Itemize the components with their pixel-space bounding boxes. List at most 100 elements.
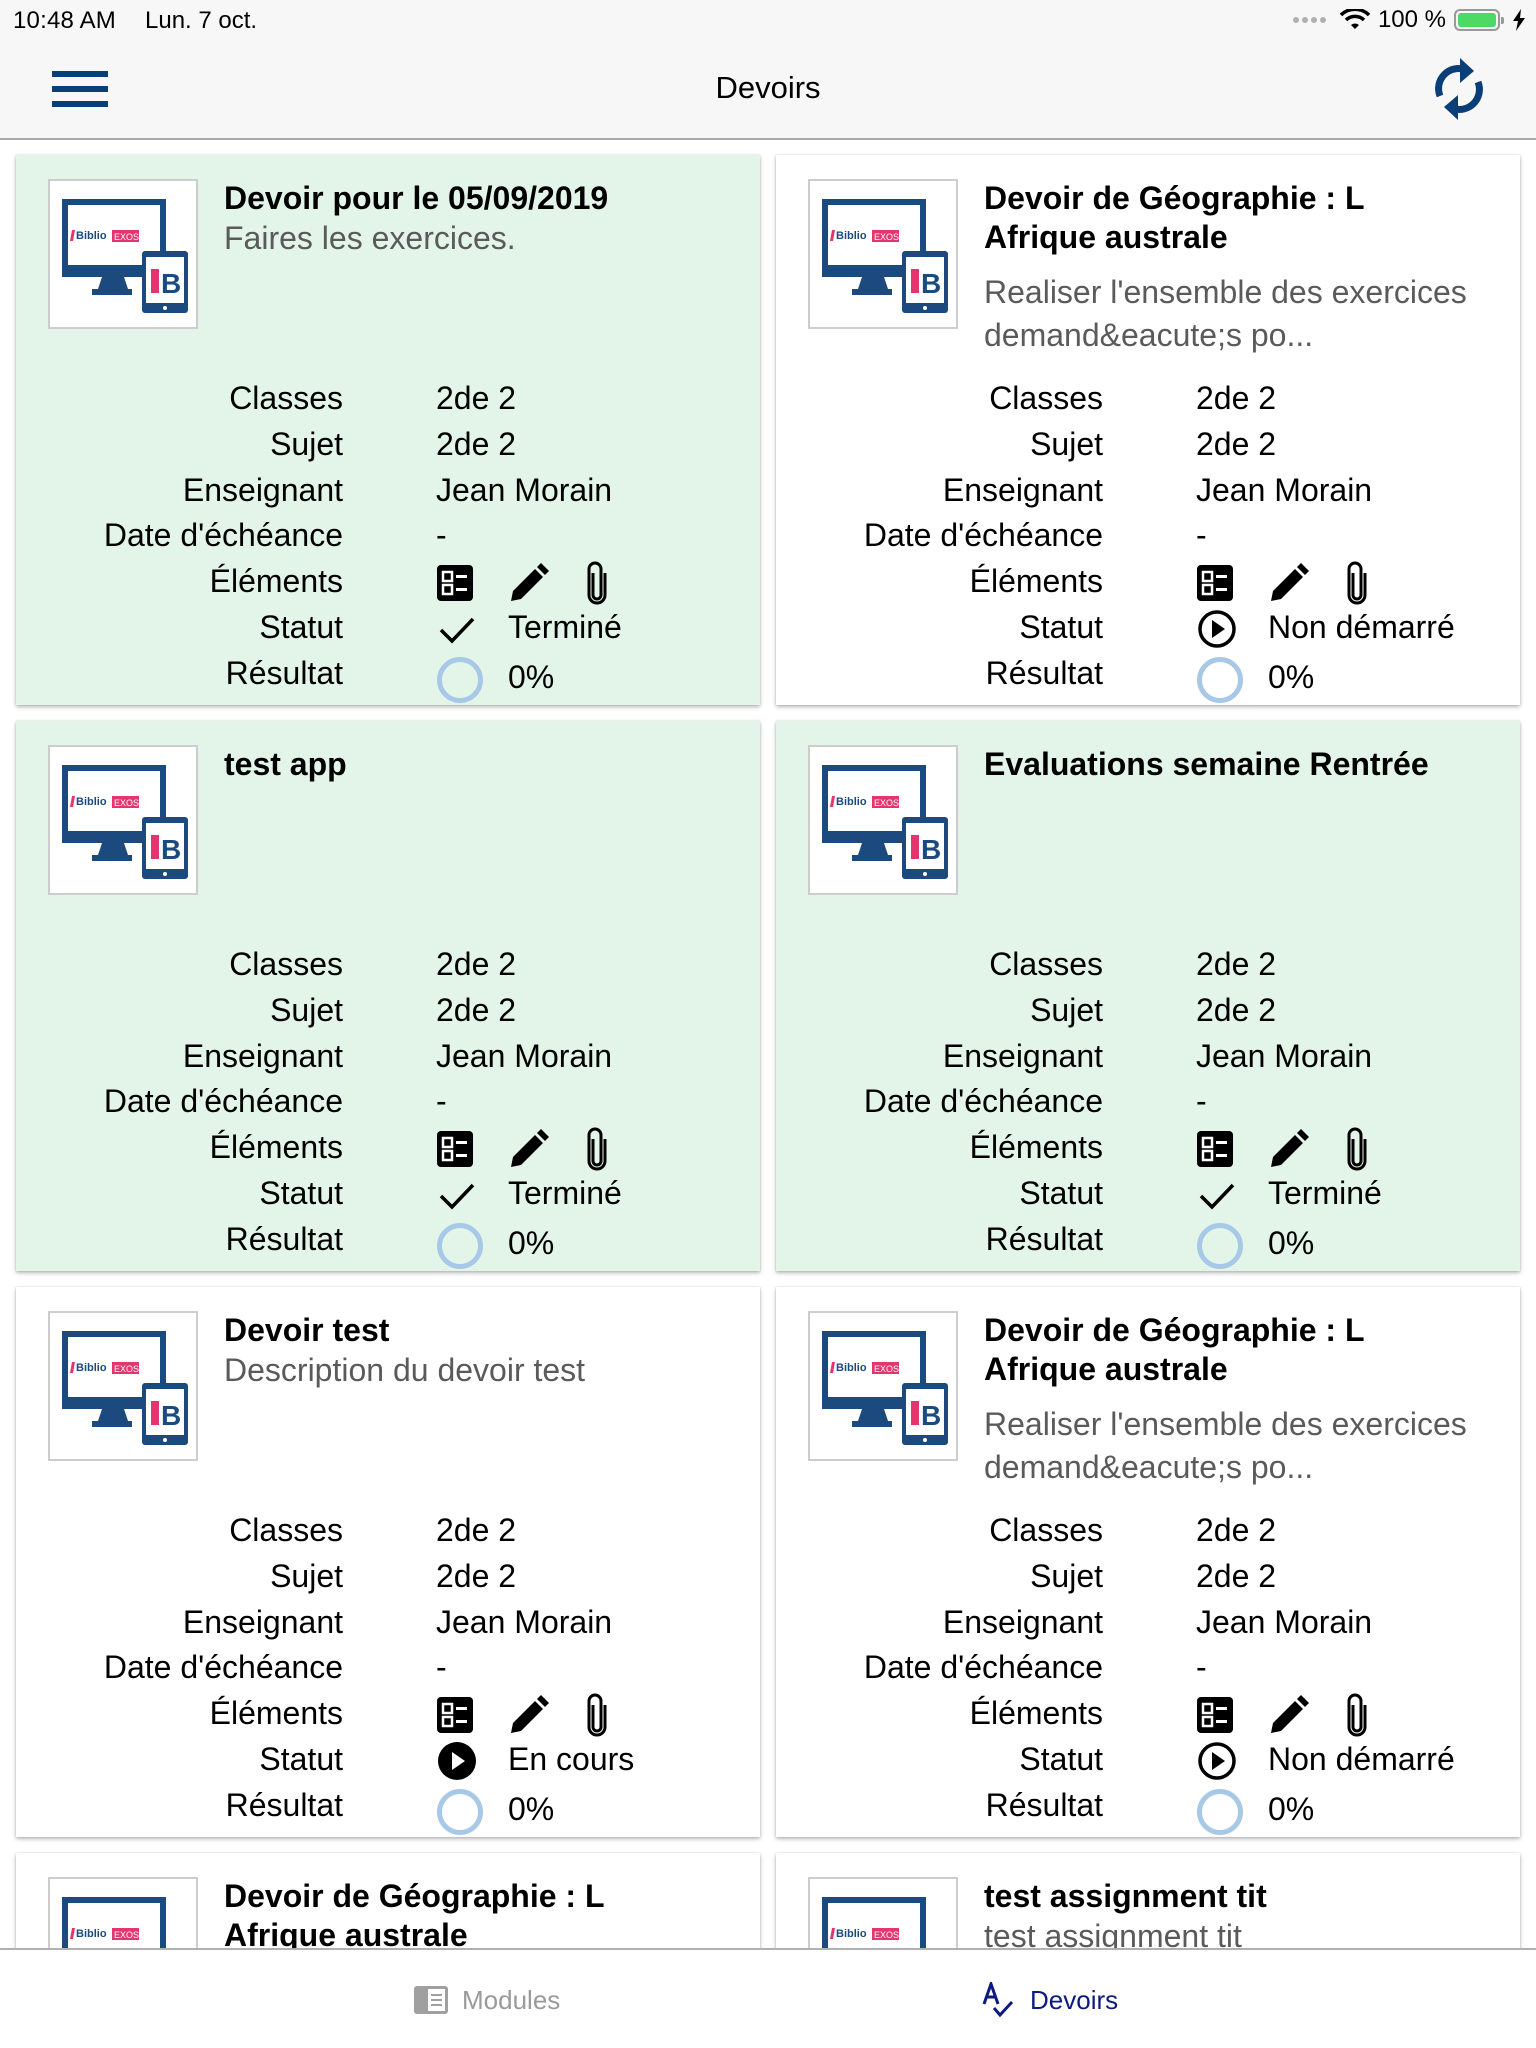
- info-row-sujet: Sujet 2de 2: [776, 1554, 1520, 1600]
- biblio-exos-logo: Biblio EXOS B: [822, 1331, 948, 1445]
- info-label: Statut: [1019, 1741, 1103, 1777]
- thumb-brand: Biblio: [836, 230, 867, 242]
- info-label: Enseignant: [942, 1604, 1103, 1640]
- result-percent: 0%: [508, 1225, 555, 1261]
- assignment-thumbnail: Biblio EXOS B: [48, 179, 198, 329]
- biblio-exos-logo: Biblio EXOS B: [822, 765, 948, 879]
- thumb-brand: Biblio: [836, 796, 867, 808]
- info-label: Résultat: [225, 655, 343, 691]
- info-label: Enseignant: [182, 472, 343, 508]
- info-row-enseignant: Enseignant Jean Morain: [776, 1600, 1520, 1646]
- info-row-classes: Classes 2de 2: [776, 1508, 1520, 1554]
- info-value: Jean Morain: [1196, 472, 1373, 508]
- info-value: -: [1196, 1649, 1207, 1685]
- info-row-classes: Classes 2de 2: [16, 376, 760, 422]
- status-bar: 10:48 AM Lun. 7 oct. 100 %: [0, 0, 1536, 40]
- info-row-date: Date d'échéance -: [16, 513, 760, 559]
- info-row-result: Résultat 0%: [776, 1783, 1520, 1835]
- info-label: Date d'échéance: [103, 1649, 343, 1685]
- biblio-exos-logo: Biblio EXOS B: [822, 1897, 926, 1948]
- hamburger-menu-icon[interactable]: [52, 69, 108, 109]
- element-icons: [437, 561, 609, 610]
- assignment-thumbnail: Biblio EXOS B: [48, 745, 198, 895]
- thumb-brand-tag: EXOS: [874, 232, 899, 242]
- info-value: 2de 2: [1196, 380, 1277, 416]
- status-text: Non démarré: [1268, 609, 1455, 645]
- info-value: 2de 2: [1196, 1512, 1277, 1548]
- info-label: Date d'échéance: [863, 517, 1103, 553]
- info-value: -: [436, 1083, 447, 1119]
- charging-bolt-icon: [1513, 9, 1525, 31]
- signal-dots-icon: [1292, 17, 1326, 23]
- info-row-sujet: Sujet 2de 2: [16, 422, 760, 468]
- tab-devoirs-label: Devoirs: [1030, 1984, 1119, 2015]
- info-label: Résultat: [985, 1221, 1103, 1257]
- info-value: -: [436, 517, 447, 553]
- status-text: Non démarré: [1268, 1741, 1455, 1777]
- assignment-card[interactable]: Biblio EXOS B Devoir de Géographie : L A…: [16, 1853, 760, 1948]
- assignment-title: Devoir de Géographie : L Afrique austral…: [984, 1312, 1364, 1387]
- info-label: Enseignant: [942, 1038, 1103, 1074]
- status-text: Terminé: [508, 1175, 622, 1211]
- assignment-card[interactable]: Biblio EXOS B Devoir de Géographie : L A…: [776, 155, 1520, 705]
- tab-devoirs[interactable]: Devoirs: [982, 1950, 1118, 2048]
- assignment-thumbnail: Biblio EXOS B: [808, 1877, 958, 1948]
- info-row-elements: Éléments: [776, 559, 1520, 605]
- info-value: Jean Morain: [1196, 1604, 1373, 1640]
- checklist-icon: [1197, 1131, 1233, 1172]
- status-text: Terminé: [508, 609, 622, 645]
- info-row-classes: Classes 2de 2: [16, 942, 760, 988]
- progress-ring-icon: [437, 1223, 483, 1269]
- info-value: 2de 2: [436, 426, 517, 462]
- progress-ring-icon: [1197, 657, 1243, 703]
- refresh-icon[interactable]: [1430, 56, 1488, 122]
- pencil-icon: [509, 1129, 549, 1174]
- progress-ring-icon: [1197, 1223, 1243, 1269]
- info-row-elements: Éléments: [16, 1691, 760, 1737]
- info-row-enseignant: Enseignant Jean Morain: [16, 468, 760, 514]
- info-row-classes: Classes 2de 2: [16, 1508, 760, 1554]
- info-row-classes: Classes 2de 2: [776, 376, 1520, 422]
- status-time: 10:48 AM: [13, 7, 117, 34]
- thumb-brand: Biblio: [836, 1362, 867, 1374]
- result-percent: 0%: [508, 659, 555, 695]
- info-label: Classes: [229, 1512, 343, 1548]
- assignment-card[interactable]: Biblio EXOS B Evaluations semaine Rentré…: [776, 721, 1520, 1271]
- info-value: Jean Morain: [436, 472, 613, 508]
- page-title: Devoirs: [715, 70, 821, 105]
- info-row-enseignant: Enseignant Jean Morain: [776, 1034, 1520, 1080]
- info-row-date: Date d'échéance -: [776, 1645, 1520, 1691]
- checklist-icon: [437, 1131, 473, 1172]
- assignment-description: Faires les exercices.: [224, 220, 516, 256]
- info-value: Jean Morain: [436, 1038, 613, 1074]
- info-row-result: Résultat 0%: [16, 651, 760, 703]
- assignment-thumbnail: Biblio EXOS B: [48, 1311, 198, 1461]
- info-value: Jean Morain: [1196, 1038, 1373, 1074]
- info-label: Sujet: [1030, 992, 1103, 1028]
- thumb-brand: Biblio: [76, 1928, 107, 1940]
- info-row-elements: Éléments: [16, 1125, 760, 1171]
- info-row-date: Date d'échéance -: [776, 1079, 1520, 1125]
- assignment-card[interactable]: Biblio EXOS B Devoir de Géographie : L A…: [776, 1287, 1520, 1837]
- info-row-elements: Éléments: [16, 559, 760, 605]
- info-row-date: Date d'échéance -: [16, 1645, 760, 1691]
- info-label: Résultat: [225, 1787, 343, 1823]
- tab-modules[interactable]: Modules: [414, 1950, 560, 2048]
- result-percent: 0%: [1268, 1225, 1315, 1261]
- info-row-classes: Classes 2de 2: [776, 942, 1520, 988]
- info-label: Date d'échéance: [863, 1083, 1103, 1119]
- info-value: -: [436, 1649, 447, 1685]
- thumb-letter: B: [921, 834, 941, 865]
- battery-percent: 100 %: [1377, 6, 1446, 33]
- info-row-status: Statut Non démarré: [776, 1737, 1520, 1783]
- biblio-exos-logo: Biblio EXOS B: [62, 199, 188, 313]
- checklist-icon: [1197, 565, 1233, 606]
- assignment-description: Description du devoir test: [224, 1352, 586, 1388]
- element-icons: [1197, 1693, 1369, 1742]
- status-indicators: 100 %: [1292, 6, 1526, 34]
